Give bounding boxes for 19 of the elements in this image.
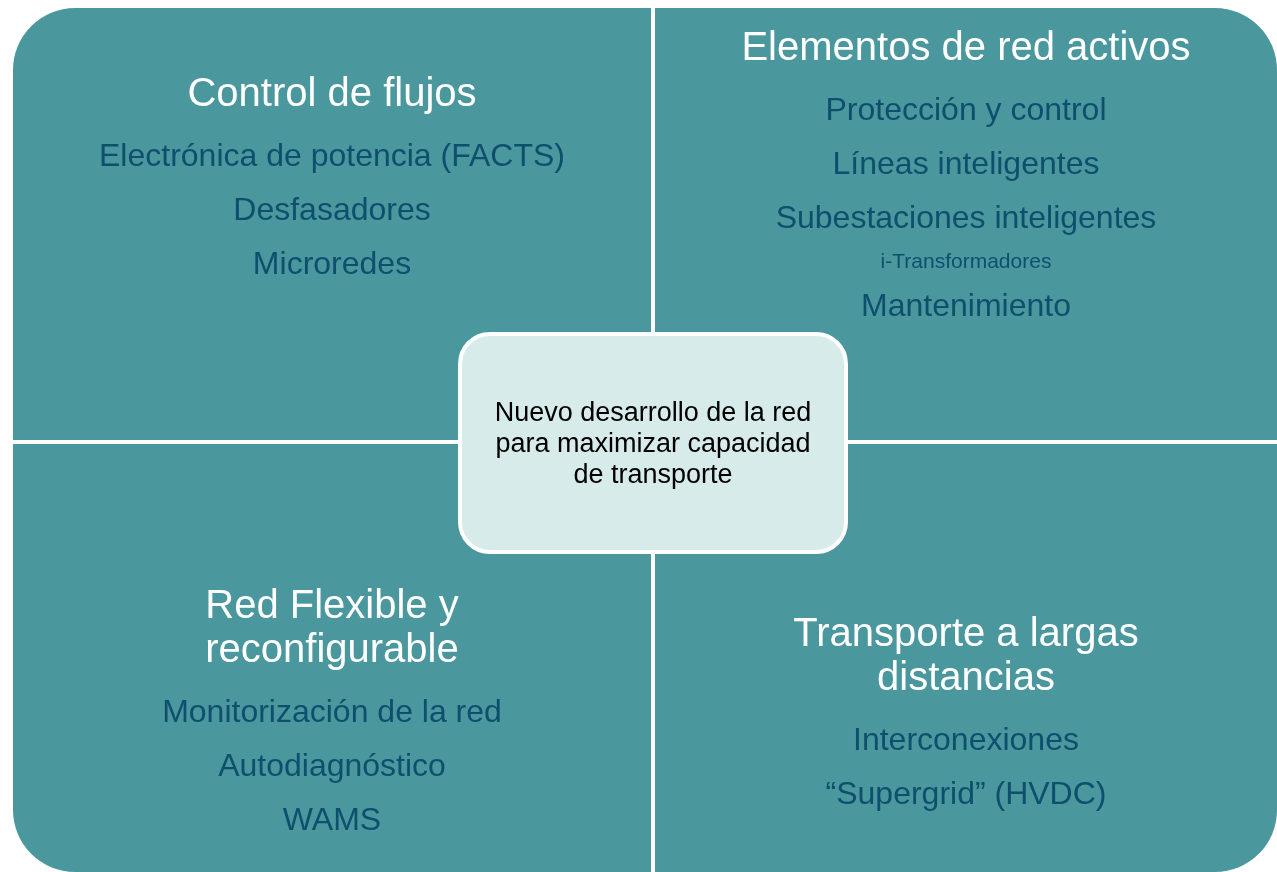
- list-item: Microredes: [252, 244, 412, 282]
- list-item: WAMS: [282, 800, 382, 838]
- quadrant-heading: Control de flujos: [187, 70, 477, 114]
- quadrant-heading: Elementos de red activos: [741, 24, 1191, 68]
- list-item: i-Transformadores: [880, 248, 1052, 274]
- quadrant-heading: Red Flexible y reconfigurable: [204, 582, 460, 670]
- center-text: Nuevo desarrollo de la red para maximizar capacidad de transporte: [493, 396, 813, 490]
- center-box: [458, 332, 848, 554]
- list-item: Subestaciones inteligentes: [775, 198, 1157, 236]
- list-item: “Supergrid” (HVDC): [825, 774, 1107, 812]
- list-item: Autodiagnóstico: [218, 746, 446, 784]
- list-item: Interconexiones: [853, 720, 1079, 758]
- list-item: Protección y control: [825, 90, 1107, 128]
- list-item: Electrónica de potencia (FACTS): [99, 136, 565, 174]
- list-item: Líneas inteligentes: [832, 144, 1100, 182]
- list-item: Monitorización de la red: [162, 692, 502, 730]
- quadrant-heading: Transporte a largas distancias: [792, 610, 1140, 698]
- list-item: Mantenimiento: [861, 286, 1071, 324]
- list-item: Desfasadores: [233, 190, 431, 228]
